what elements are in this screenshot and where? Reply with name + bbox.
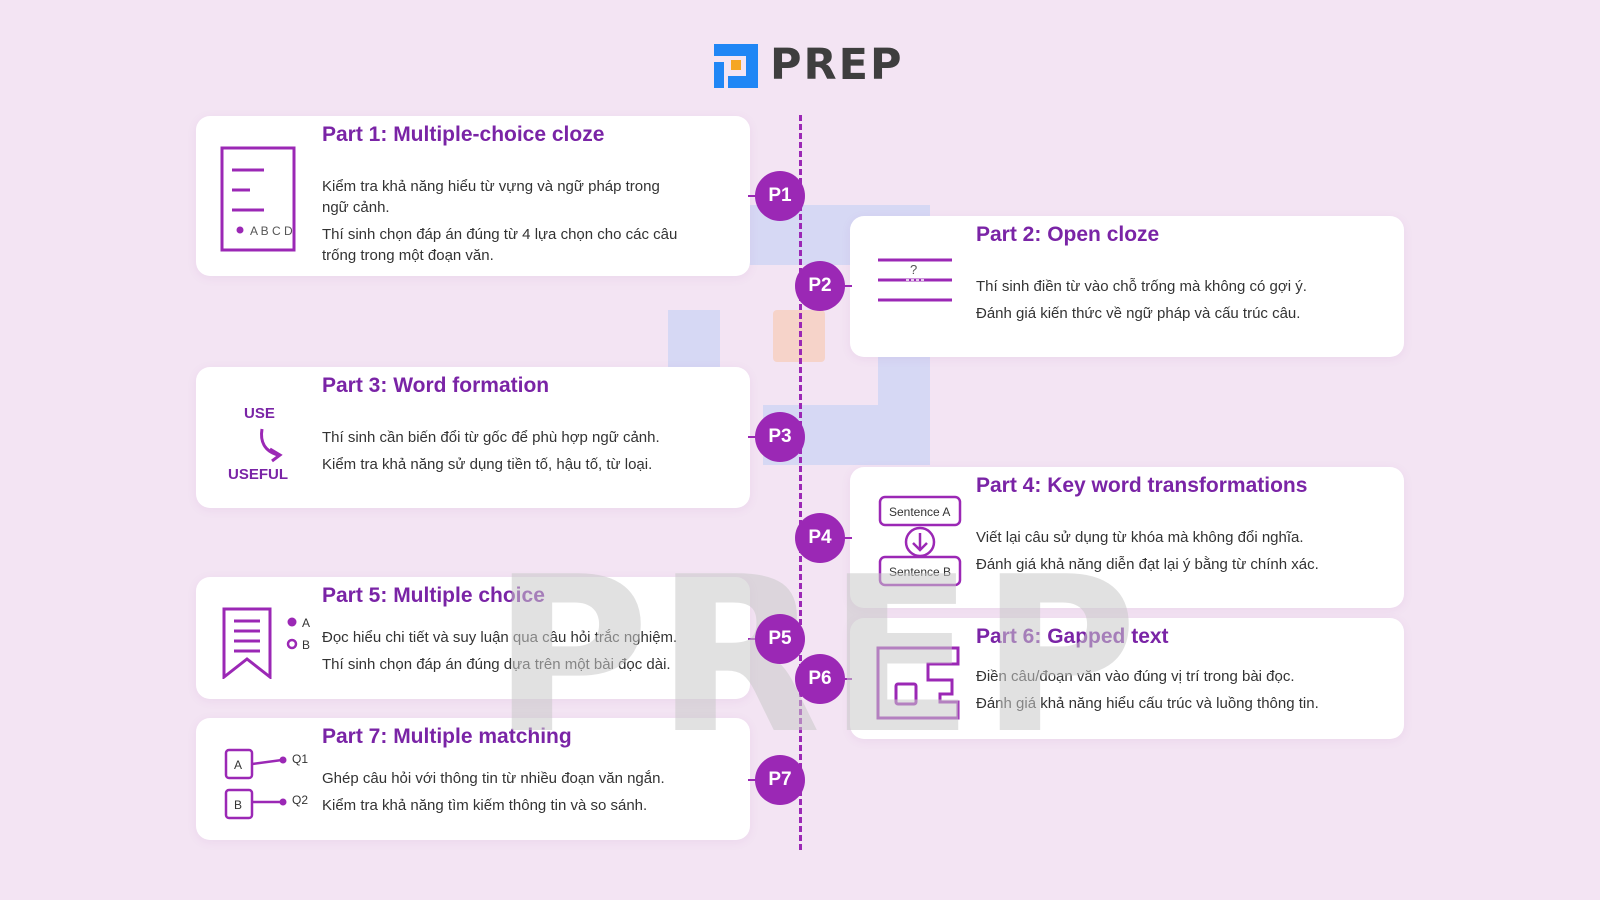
part-4-line-2: Đánh giá khả năng diễn đạt lại ý bằng từ… [976, 556, 1319, 573]
question-mark: ? [910, 262, 917, 277]
part-2-line-2: Đánh giá kiến thức về ngữ pháp và cấu tr… [976, 305, 1301, 322]
part-4-line-1: Viết lại câu sử dụng từ khóa mà không đổ… [976, 529, 1304, 546]
puzzle-gap-icon [876, 646, 960, 720]
match-a-label: A [234, 758, 242, 772]
part-7-line-1: Ghép câu hỏi với thông tin từ nhiều đoạn… [322, 770, 665, 787]
sentence-b-label: Sentence B [889, 565, 951, 579]
part-2-card: ? Part 2: Open cloze Thí sinh điền từ và… [850, 216, 1404, 357]
part-5-line-1: Đọc hiểu chi tiết và suy luận qua câu hỏ… [322, 629, 678, 646]
part-1-line-2: Thí sinh chọn đáp án đúng từ 4 lựa chọn … [322, 226, 678, 264]
document-abcd-icon: A B C D [220, 146, 296, 252]
part-5-card: A B Part 5: Multiple choice Đọc hiểu chi… [196, 577, 750, 699]
option-a-label: A [302, 616, 310, 630]
word-transform-icon: USE USEFUL [228, 405, 288, 483]
part-3-badge: P3 [755, 412, 805, 462]
part-3-line-2: Kiểm tra khả năng sử dụng tiền tố, hậu t… [322, 456, 653, 473]
part-2-badge: P2 [795, 261, 845, 311]
part-7-line-2: Kiểm tra khả năng tìm kiếm thông tin và … [322, 797, 648, 814]
part-3-line-1: Thí sinh cần biến đổi từ gốc để phù hợp … [322, 429, 660, 446]
part-6-line-1: Điền câu/đoạn văn vào đúng vị trí trong … [976, 668, 1295, 685]
part-6-description: Điền câu/đoạn văn vào đúng vị trí trong … [976, 666, 1376, 720]
part-3-title: Part 3: Word formation [322, 374, 550, 397]
blank-lines-question-icon: ? [878, 258, 952, 302]
sentence-transform-icon: Sentence A Sentence B [878, 495, 962, 587]
part-1-card: A B C D Part 1: Multiple-choice cloze Ki… [196, 116, 750, 276]
part-4-card: Sentence A Sentence B Part 4: Key word t… [850, 467, 1404, 608]
prep-logo-icon [714, 44, 758, 88]
source-word: USE [244, 405, 275, 422]
part-3-description: Thí sinh cần biến đổi từ gốc để phù hợp … [322, 427, 722, 481]
part-1-description: Kiểm tra khả năng hiểu từ vựng và ngữ ph… [322, 176, 682, 272]
matching-icon: A Q1 B Q2 [224, 748, 308, 820]
part-5-line-2: Thí sinh chọn đáp án đúng dựa trên một b… [322, 656, 671, 673]
part-1-line-1: Kiểm tra khả năng hiểu từ vựng và ngữ ph… [322, 178, 660, 216]
part-6-card: Part 6: Gapped text Điền câu/đoạn văn và… [850, 618, 1404, 739]
sentence-a-label: Sentence A [889, 505, 950, 519]
part-7-card: A Q1 B Q2 Part 7: Multiple matching Ghép… [196, 718, 750, 840]
options-label: A B C D [250, 224, 293, 238]
part-4-title: Part 4: Key word transformations [976, 474, 1308, 497]
part-7-description: Ghép câu hỏi với thông tin từ nhiều đoạn… [322, 768, 722, 822]
part-2-line-1: Thí sinh điền từ vào chỗ trống mà không … [976, 278, 1307, 295]
part-7-badge: P7 [755, 755, 805, 805]
part-2-title: Part 2: Open cloze [976, 223, 1160, 246]
timeline-line [799, 115, 802, 850]
part-6-badge: P6 [795, 654, 845, 704]
option-b-label: B [302, 638, 310, 652]
part-5-description: Đọc hiểu chi tiết và suy luận qua câu hỏ… [322, 627, 722, 681]
match-q1-label: Q1 [292, 752, 308, 766]
part-7-title: Part 7: Multiple matching [322, 725, 572, 748]
part-6-title: Part 6: Gapped text [976, 625, 1169, 648]
part-4-description: Viết lại câu sử dụng từ khóa mà không đổ… [976, 527, 1376, 581]
part-5-badge: P5 [755, 614, 805, 664]
part-1-badge: P1 [755, 171, 805, 221]
part-1-title: Part 1: Multiple-choice cloze [322, 123, 605, 146]
part-5-title: Part 5: Multiple choice [322, 584, 545, 607]
bookmark-options-icon: A B [222, 607, 310, 679]
part-4-badge: P4 [795, 513, 845, 563]
part-6-line-2: Đánh giá khả năng hiểu cấu trúc và luồng… [976, 695, 1319, 712]
derived-word: USEFUL [228, 466, 288, 483]
logo-text: PREP [770, 40, 904, 90]
prep-logo: PREP [710, 38, 904, 92]
part-2-description: Thí sinh điền từ vào chỗ trống mà không … [976, 276, 1376, 330]
match-b-label: B [234, 798, 242, 812]
part-3-card: USE USEFUL Part 3: Word formation Thí si… [196, 367, 750, 508]
match-q2-label: Q2 [292, 793, 308, 807]
